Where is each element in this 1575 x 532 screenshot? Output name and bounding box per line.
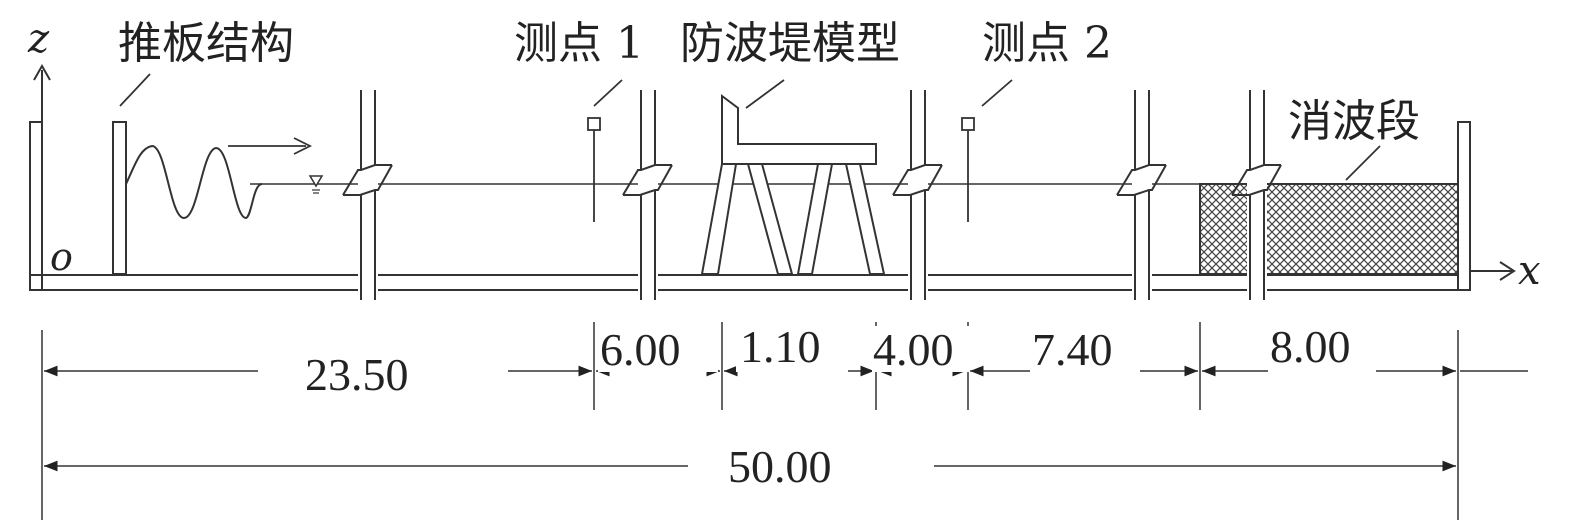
wavemaker-leader bbox=[119, 73, 151, 107]
wave-gauge-1 bbox=[587, 79, 623, 222]
break-symbol-2 bbox=[622, 90, 673, 300]
absorber-label: 消波段 bbox=[1288, 96, 1420, 147]
generated-wave bbox=[125, 144, 263, 220]
flume-right-wall bbox=[1457, 121, 1471, 291]
break-symbol-1 bbox=[342, 90, 393, 300]
dimension-23-50: 23.50 bbox=[305, 349, 409, 400]
gauge2-label: 测点 2 bbox=[982, 18, 1112, 69]
absorber-leader bbox=[1345, 145, 1381, 181]
dimension-4-00: 4.00 bbox=[873, 324, 954, 375]
x-axis bbox=[1465, 261, 1516, 281]
wave-absorber bbox=[1199, 183, 1459, 275]
dimension-total: 50.00 bbox=[728, 441, 832, 492]
break-symbol-5 bbox=[1231, 90, 1282, 300]
break-symbol-3 bbox=[892, 90, 943, 300]
wave-gauge-2 bbox=[961, 79, 1013, 222]
z-axis-label: z bbox=[27, 16, 50, 62]
breakwater-label: 防波堤模型 bbox=[680, 18, 900, 69]
wave-paddle bbox=[112, 121, 127, 275]
flume-left-wall bbox=[29, 121, 43, 291]
dimension-1-10: 1.10 bbox=[740, 321, 821, 372]
dimension-6-00: 6.00 bbox=[600, 324, 681, 375]
break-symbol-4 bbox=[1116, 90, 1167, 300]
gauge1-label: 测点 1 bbox=[514, 18, 644, 69]
x-axis-label: x bbox=[1518, 248, 1541, 294]
wavemaker-label: 推板结构 bbox=[118, 18, 294, 69]
dimension-7-40: 7.40 bbox=[1032, 324, 1113, 375]
breakwater-model bbox=[700, 79, 886, 275]
origin-label: o bbox=[50, 235, 73, 279]
dimension-8-00: 8.00 bbox=[1270, 321, 1351, 372]
wave-direction-arrowhead bbox=[293, 137, 313, 155]
